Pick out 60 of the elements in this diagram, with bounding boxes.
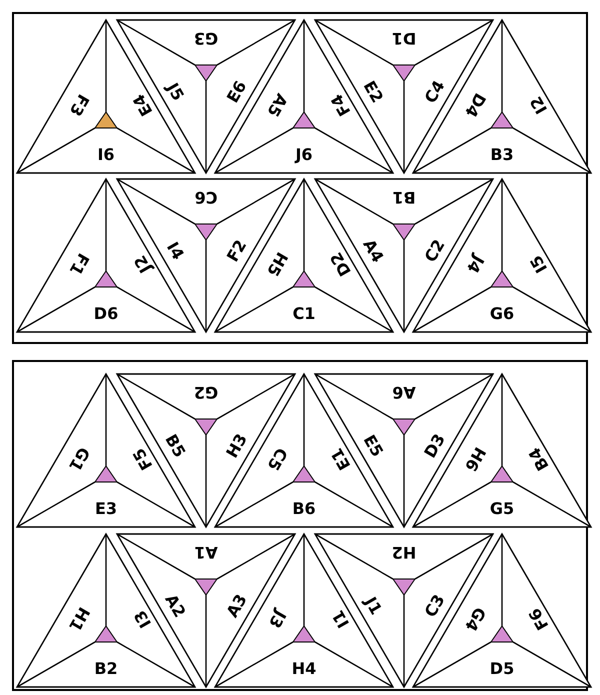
tile-label: H2 [392,544,416,560]
tile-label: E3 [94,501,118,517]
tile-label: F4 [328,91,354,119]
tile-label: G2 [194,384,218,400]
tile-label: B4 [526,444,552,474]
tile-label: C2 [422,237,448,265]
tile-label: B1 [392,189,416,205]
tile-label: F5 [130,445,156,473]
tile-label: C4 [422,78,448,106]
tile-label: I1 [330,608,352,630]
tile-label: F3 [66,91,92,119]
tile-label: E5 [360,432,386,460]
tile-label: I5 [528,252,550,276]
tile-label: J6 [295,147,313,163]
tile-label: D3 [422,431,448,461]
tile-label: C3 [422,592,448,620]
tile-label: F6 [526,605,552,633]
tile-label: J1 [362,594,384,618]
tile-label: E2 [360,78,386,106]
tile-label: D4 [462,90,488,120]
tile-label: B2 [94,661,118,677]
tile-label: H6 [462,444,488,474]
tile-label: C1 [292,306,316,322]
tile-label: G5 [490,501,514,517]
tile-label: I6 [97,147,115,163]
tile-label: J4 [464,252,486,276]
tile-label: A6 [392,384,416,400]
tile-label: G6 [490,306,514,322]
tile-label: H4 [292,661,316,677]
tile-label: I4 [164,240,186,262]
tile-label: D5 [490,661,514,677]
tile-label: G3 [194,30,218,46]
tile-label: J3 [266,608,288,630]
tile-label: B6 [292,501,316,517]
tile-label: E1 [328,445,354,473]
tile-label: A4 [360,236,386,266]
tile-label: D1 [392,30,416,46]
tile-label: B5 [162,432,188,460]
tile-label: D2 [328,249,354,279]
tile-label: I2 [528,94,550,116]
tile-label: G1 [66,444,92,474]
tile-label: B3 [490,147,514,163]
tile-label: I3 [132,608,154,630]
tile-label: J5 [164,80,186,104]
tile-label: G4 [462,604,488,634]
tile-label: H1 [66,604,92,634]
tile-label: F1 [66,250,92,278]
tile-label: A3 [224,592,250,620]
tile-label: H3 [224,431,250,461]
tile-label: E4 [130,91,156,119]
tile-label: F2 [224,237,250,265]
tile-label: E6 [224,78,250,106]
tile-label: H5 [264,249,290,279]
tile-label: A5 [264,90,290,120]
tile-label: J2 [132,252,154,276]
tile-label: C5 [264,445,290,473]
tile-label: A2 [162,592,188,620]
tile-label: A1 [194,544,218,560]
tile-label: D6 [94,306,118,322]
tile-label: C6 [194,189,218,205]
